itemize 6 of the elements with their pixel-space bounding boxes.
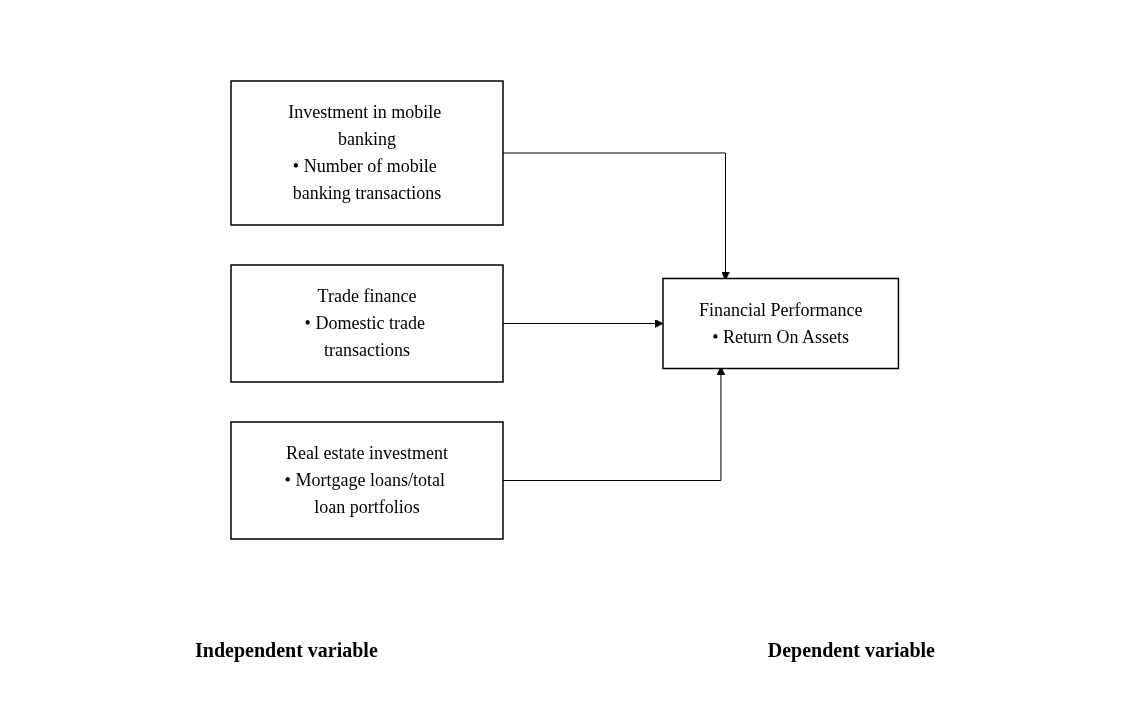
variable-caption: Dependent variable (767, 638, 935, 662)
variable-caption: Independent variable (195, 638, 378, 662)
node-box: Real estate investment • Mortgage loans/total loan portfolios (230, 421, 505, 540)
node-box: Financial Performance • Return On Assets (662, 277, 900, 370)
node-box: Trade finance • Domestic trade transactions (230, 264, 505, 383)
node-box: Investment in mobile banking • Number of mobile banking transactions (230, 80, 505, 226)
